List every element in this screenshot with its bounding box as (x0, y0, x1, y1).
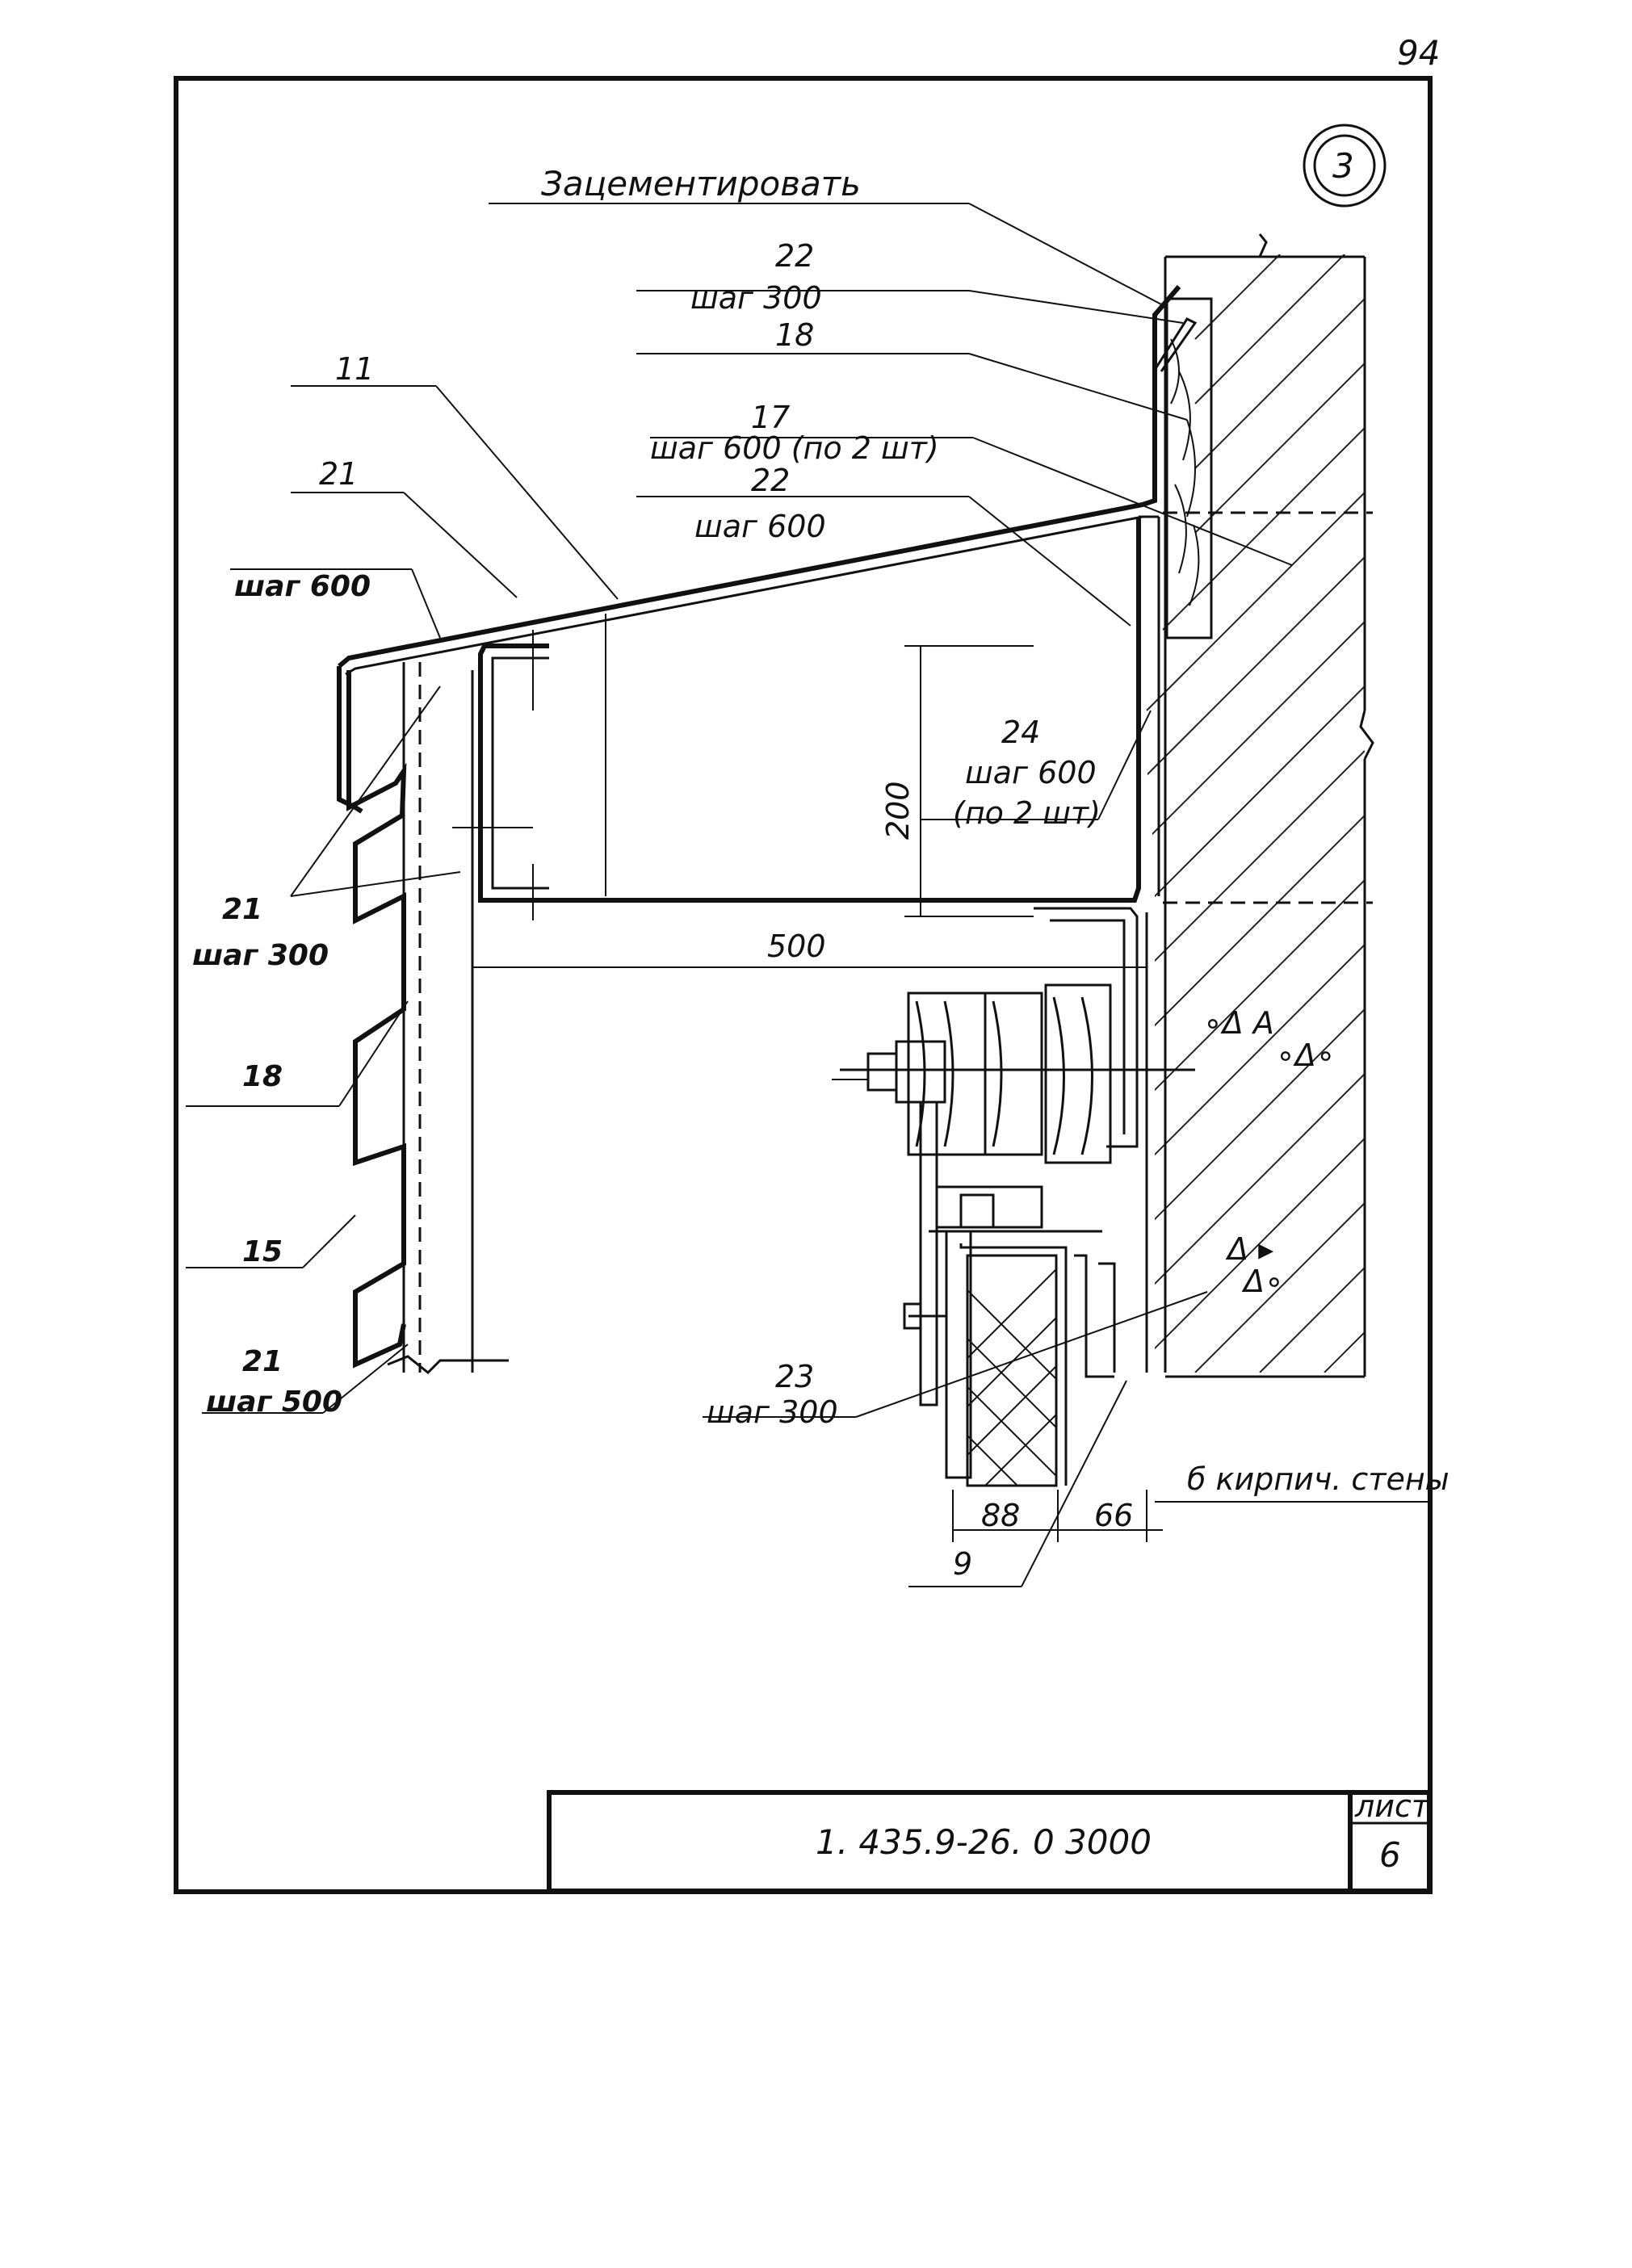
title-code: 1. 435.9-26. 0 3000 (816, 1822, 1152, 1862)
dim-66: 66 (1094, 1498, 1133, 1533)
label-18-top: 18 (775, 317, 814, 353)
label-15: 15 (242, 1235, 283, 1268)
page-number: 94 (1397, 33, 1440, 73)
label-9: 9 (953, 1546, 972, 1582)
title-block: 1. 435.9-26. 0 3000 лист 6 (547, 1788, 1432, 1893)
door-leaf (903, 1230, 1116, 1487)
dim-200: 200 (880, 781, 916, 840)
label-21-top-num: 21 (319, 456, 358, 492)
label-21-top-step: шаг 600 (234, 570, 371, 603)
label-17-num: 17 (751, 400, 790, 435)
wood-block (1165, 297, 1213, 639)
detail-marker: 3 (1303, 124, 1387, 208)
dim-500: 500 (767, 929, 826, 964)
title-sheet-number: 6 (1379, 1835, 1401, 1875)
svg-text:∘Δ∘: ∘Δ∘ (1276, 1038, 1336, 1073)
title-sheet-label: лист (1354, 1788, 1431, 1824)
label-22-top-step: шаг 300 (690, 280, 822, 316)
label-24-num: 24 (1001, 715, 1040, 750)
detail-marker-number: 3 (1332, 146, 1354, 186)
leader-lines (186, 203, 1429, 1587)
label-wall-note: б кирпич. стены (1187, 1461, 1450, 1497)
label-22-mid-step: шаг 600 (694, 509, 826, 544)
label-11: 11 (335, 351, 374, 387)
label-24-qty: (по 2 шт) (953, 795, 1101, 831)
label-23-num: 23 (775, 1359, 814, 1394)
canopy-assembly (337, 285, 1198, 1375)
dim-88: 88 (981, 1498, 1020, 1533)
roller-pulley (832, 983, 1195, 1406)
svg-text:∘Δ A: ∘Δ A (1203, 1005, 1274, 1041)
label-cement-note: Зацементировать (541, 164, 861, 203)
label-24-step: шаг 600 (965, 755, 1097, 790)
label-22-top-num: 22 (775, 238, 814, 274)
label-17-step: шаг 600 (по 2 шт) (650, 430, 939, 466)
label-21-mid-step: шаг 300 (192, 939, 329, 972)
label-22-mid-num: 22 (751, 463, 790, 498)
label-18-left: 18 (242, 1060, 283, 1093)
label-21-bot-num: 21 (242, 1345, 283, 1378)
callout-labels: Зацементировать 22 шаг 300 18 11 17 шаг … (192, 164, 1450, 1582)
svg-text:Δ∘: Δ∘ (1241, 1264, 1284, 1299)
label-21-bot-step: шаг 500 (206, 1386, 342, 1419)
brick-wall: ∘Δ A ∘Δ∘ Δ ▸ Δ∘ (1146, 233, 1374, 1378)
svg-text:Δ ▸: Δ ▸ (1225, 1231, 1273, 1267)
label-23-step: шаг 300 (707, 1394, 838, 1430)
label-21-mid-num: 21 (222, 893, 262, 926)
concrete-fill: ∘Δ A ∘Δ∘ Δ ▸ Δ∘ (1203, 1005, 1336, 1299)
dimension-lines (472, 645, 1163, 1542)
